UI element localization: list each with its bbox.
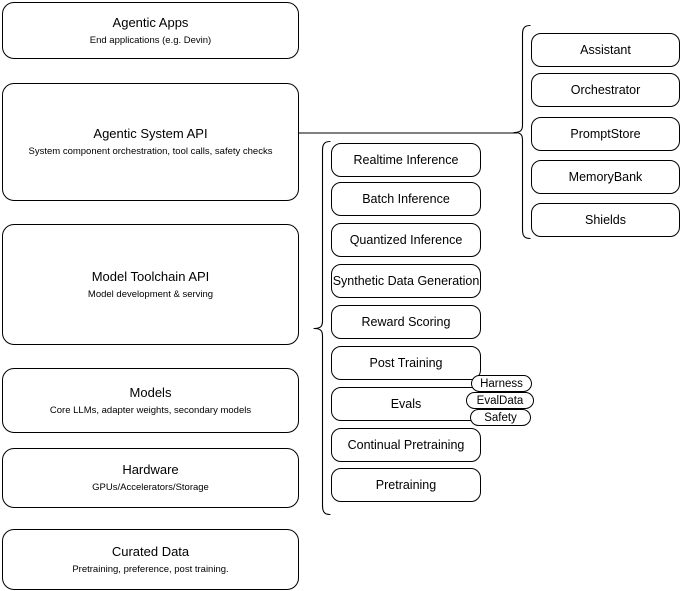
pill-label: Harness — [480, 377, 523, 390]
component-box-assistant[interactable]: Assistant — [531, 33, 680, 67]
layer-title: Hardware — [122, 462, 179, 477]
layer-subtitle: System component orchestration, tool cal… — [28, 146, 273, 157]
component-label: Continual Pretraining — [347, 438, 465, 452]
component-label: Batch Inference — [362, 192, 450, 206]
layer-title: Curated Data — [111, 543, 190, 559]
layer-subtitle: End applications (e.g. Devin) — [89, 34, 212, 46]
brace-model-toolchain-components — [313, 140, 331, 516]
layer-subtitle: Model development & serving — [87, 288, 214, 300]
component-box-batch-inference[interactable]: Batch Inference — [331, 182, 481, 216]
pill-label: Safety — [484, 411, 517, 424]
component-box-promptstore[interactable]: PromptStore — [531, 117, 680, 151]
connector-agentic-system-to-components — [299, 126, 517, 140]
layer-subtitle: Core LLMs, adapter weights, secondary mo… — [49, 404, 252, 416]
layer-box-agentic-apps[interactable]: Agentic Apps End applications (e.g. Devi… — [2, 2, 299, 59]
component-box-synthetic-data-generation[interactable]: Synthetic Data Generation — [331, 264, 481, 298]
component-box-evals[interactable]: Evals — [331, 387, 481, 421]
component-label: PromptStore — [570, 127, 641, 141]
component-label: Synthetic Data Generation — [332, 274, 480, 288]
pill-harness[interactable]: Harness — [471, 375, 532, 392]
component-box-pretraining[interactable]: Pretraining — [331, 468, 481, 502]
component-box-realtime-inference[interactable]: Realtime Inference — [331, 143, 481, 177]
component-label: Reward Scoring — [361, 315, 451, 329]
component-box-orchestrator[interactable]: Orchestrator — [531, 73, 680, 107]
component-label: Orchestrator — [570, 83, 641, 97]
layer-box-curated-data[interactable]: Curated Data Pretraining, preference, po… — [2, 529, 299, 590]
layer-box-agentic-system-api[interactable]: Agentic System API System component orch… — [2, 83, 299, 201]
layer-box-models[interactable]: Models Core LLMs, adapter weights, secon… — [2, 368, 299, 433]
pill-label: EvalData — [476, 394, 524, 407]
component-label: Realtime Inference — [353, 153, 459, 167]
pill-safety[interactable]: Safety — [470, 409, 531, 426]
layer-title: Model Toolchain API — [91, 268, 210, 284]
layer-subtitle: GPUs/Accelerators/Storage — [92, 482, 209, 493]
component-box-shields[interactable]: Shields — [531, 203, 680, 237]
layer-box-hardware[interactable]: Hardware GPUs/Accelerators/Storage — [2, 448, 299, 508]
layer-title: Models — [129, 384, 172, 400]
component-label: Shields — [585, 213, 626, 227]
layer-title: Agentic Apps — [112, 14, 189, 30]
component-label: Pretraining — [375, 478, 437, 492]
layer-subtitle: Pretraining, preference, post training. — [72, 563, 229, 575]
component-label: MemoryBank — [568, 170, 643, 184]
component-box-memorybank[interactable]: MemoryBank — [531, 160, 680, 194]
layer-title: Agentic System API — [93, 126, 208, 141]
component-label: Evals — [390, 397, 422, 411]
component-box-quantized-inference[interactable]: Quantized Inference — [331, 223, 481, 257]
component-box-post-training[interactable]: Post Training — [331, 346, 481, 380]
brace-agentic-system-components — [513, 24, 531, 240]
component-box-continual-pretraining[interactable]: Continual Pretraining — [331, 428, 481, 462]
component-label: Assistant — [580, 43, 631, 57]
component-box-reward-scoring[interactable]: Reward Scoring — [331, 305, 481, 339]
component-label: Quantized Inference — [349, 233, 463, 247]
pill-evaldata[interactable]: EvalData — [466, 392, 534, 409]
layer-box-model-toolchain-api[interactable]: Model Toolchain API Model development & … — [2, 224, 299, 345]
component-label: Post Training — [369, 356, 443, 370]
